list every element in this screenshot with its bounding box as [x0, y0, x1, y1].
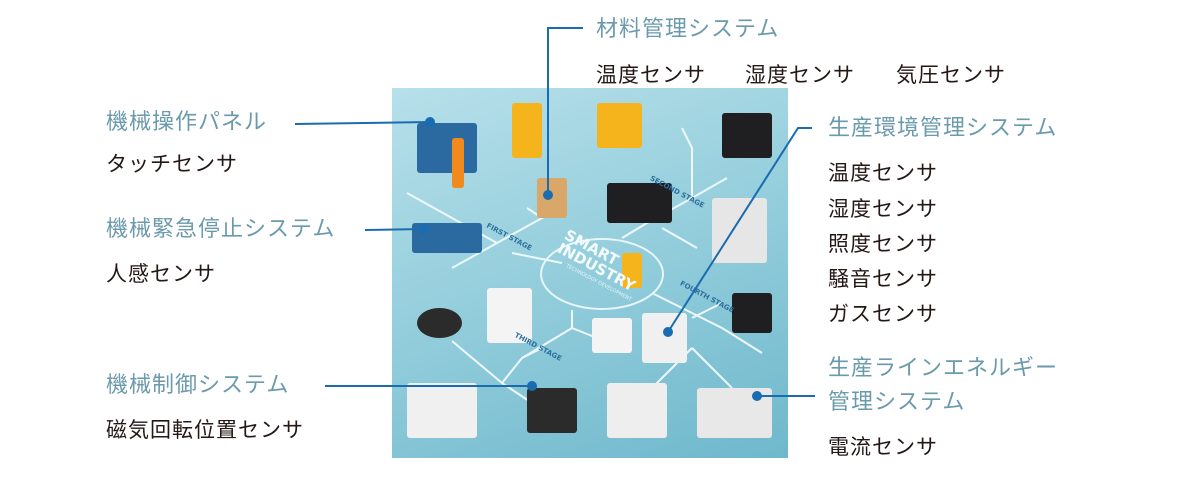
- sensor-label: 温度センサ: [828, 161, 938, 185]
- sensor-label: 温度センサ: [596, 63, 706, 87]
- marker-dot: [425, 117, 435, 127]
- robot-station-illustration: [722, 113, 772, 158]
- machine-tool-illustration: [417, 123, 477, 173]
- gantry-illustration: [712, 198, 767, 263]
- humanoid-illustration: [607, 383, 667, 438]
- sensor-label: 電流センサ: [828, 435, 938, 459]
- drone-illustration: [417, 308, 462, 338]
- sensor-label: 気圧センサ: [896, 63, 1006, 87]
- sensor-label: 人感センサ: [106, 262, 216, 286]
- sensor-label: タッチセンサ: [106, 152, 238, 176]
- system-title: 生産ラインエネルギー: [828, 356, 1059, 381]
- agv-illustration: [592, 318, 632, 353]
- system-title: 管理システム: [828, 390, 966, 415]
- sensor-label: 照度センサ: [828, 232, 938, 256]
- system-title: 材料管理システム: [596, 17, 780, 42]
- center-ring: [540, 238, 664, 310]
- sensor-label: ガスセンサ: [828, 302, 938, 326]
- marker-dot: [527, 381, 537, 391]
- sensor-label: 湿度センサ: [745, 63, 855, 87]
- vr-workstation-illustration: [642, 313, 687, 363]
- marker-dot: [543, 190, 553, 200]
- marker-dot: [419, 224, 429, 234]
- system-title: 生産環境管理システム: [828, 116, 1058, 141]
- system-title: 機械制御システム: [106, 373, 290, 398]
- sensor-label: 磁気回転位置センサ: [106, 418, 304, 442]
- robot-arm-illustration: [597, 103, 642, 148]
- cobot-illustration: [527, 388, 577, 433]
- conveyor-illustration: [607, 183, 672, 223]
- marker-dot: [752, 391, 762, 401]
- remote-control-illustration: [407, 383, 477, 438]
- system-title: 機械操作パネル: [106, 110, 268, 135]
- sensor-label: 湿度センサ: [828, 197, 938, 221]
- drill-press-illustration: [512, 103, 542, 158]
- server-illustration: [732, 293, 772, 333]
- worker-illustration: [452, 138, 464, 188]
- system-title: 機械緊急停止システム: [106, 217, 336, 242]
- sensor-label: 騒音センサ: [828, 267, 938, 291]
- flow-lines: [406, 127, 763, 404]
- scientist-illustration: [487, 288, 532, 343]
- marker-dot: [663, 327, 673, 337]
